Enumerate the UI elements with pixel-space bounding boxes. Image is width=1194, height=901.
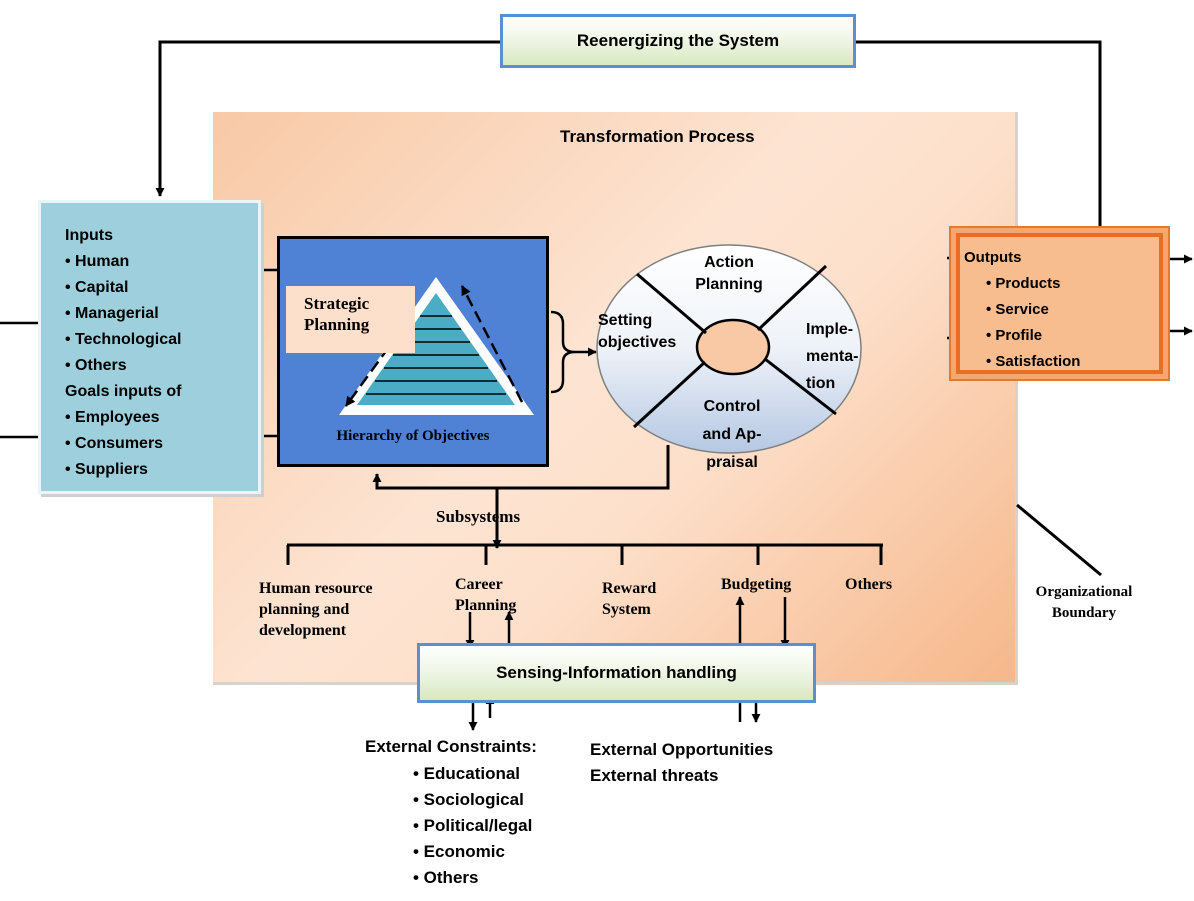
cycle-divider [636, 272, 707, 335]
goals-item: • Employees [65, 409, 160, 426]
subsystem-label-line: System [602, 601, 651, 618]
cycle-divider [632, 360, 707, 429]
sensing-label: Sensing-Information handling [496, 663, 737, 682]
inputs-item: • Technological [65, 331, 182, 348]
pyramid-dashed-arrow-up [460, 285, 524, 403]
inputs-item: • Managerial [65, 305, 159, 322]
strategic-planning-label: Strategic Planning [286, 286, 415, 353]
outputs-inner-box: Outputs • Products • Service • Profile •… [956, 233, 1163, 374]
outputs-item: • Service [986, 301, 1049, 318]
subsystem-budgeting: Budgeting [721, 576, 792, 593]
strategic-label-line: Strategic [304, 294, 370, 313]
pyramid-levels [366, 315, 506, 395]
external-opportunities-label: External Opportunities [590, 740, 774, 759]
outputs-item: • Profile [986, 327, 1043, 344]
sensing-information-box: Sensing-Information handling [417, 643, 816, 703]
subsystem-others: Others [845, 576, 893, 593]
constraint-item: • Political/legal [413, 816, 533, 835]
feedback-line [856, 40, 1102, 228]
cycle-label-line: tion [806, 375, 836, 392]
subsystem-label-line: development [259, 622, 347, 639]
inputs-list: Inputs • Human • Capital • Managerial • … [65, 223, 181, 483]
inputs-title: Inputs [65, 227, 113, 244]
constraint-item: • Economic [413, 842, 505, 861]
subsystem-label-line: Career [455, 576, 503, 593]
organizational-boundary-label: Organizational Boundary [1026, 582, 1142, 624]
subsystem-label-line: Planning [455, 597, 517, 614]
external-constraints-list: • Educational • Sociological • Political… [413, 761, 532, 891]
cycle-label-line: menta- [806, 348, 859, 365]
control-feedback-arrow [372, 445, 670, 490]
external-threats-label: External threats [590, 766, 719, 785]
subsystem-label-line: Human resource [259, 580, 373, 597]
inputs-item: • Human [65, 253, 130, 270]
boundary-label-line: Organizational [1035, 584, 1133, 600]
outputs-item: • Satisfaction [986, 353, 1081, 370]
cycle-label-line: Control [703, 398, 761, 415]
subsystem-label-line: Reward [602, 580, 657, 597]
outputs-title: Outputs [964, 249, 1022, 266]
cycle-label-line: objectives [598, 334, 677, 351]
pyramid-body [357, 293, 515, 405]
inputs-item: • Capital [65, 279, 129, 296]
cycle-setting-objectives: Setting objectives [598, 310, 708, 354]
goals-item: • Suppliers [65, 461, 148, 478]
cycle-control-appraisal: Control and Ap- praisal [684, 393, 780, 477]
cycle-label-line: Imple- [806, 321, 854, 338]
reenergizing-box: Reenergizing the System [500, 14, 856, 68]
goals-inputs-title: Goals inputs of [65, 383, 182, 400]
outputs-list: Outputs • Products • Service • Profile •… [964, 245, 1081, 370]
feedback-return-arrow [155, 40, 500, 197]
hierarchy-caption: Hierarchy of Objectives [336, 428, 490, 444]
goals-item: • Consumers [65, 435, 164, 452]
constraint-item: • Sociological [413, 790, 524, 809]
constraint-item: • Educational [413, 764, 521, 783]
transformation-process-title: Transformation Process [560, 127, 755, 146]
cycle-label-line: and Ap- [702, 426, 762, 443]
cycle-label-line: Action [704, 254, 754, 271]
cycle-implementation: Imple- menta- tion [806, 316, 870, 397]
subsystem-label-line: planning and [259, 601, 350, 618]
cycle-label-line: Setting [598, 312, 653, 329]
constraint-item: • Others [413, 868, 479, 887]
subsystem-career-planning: Career Planning [455, 574, 516, 616]
outputs-item: • Products [986, 275, 1061, 292]
reenergizing-label: Reenergizing the System [576, 31, 780, 50]
boundary-pointer-line [1016, 503, 1102, 577]
subsystem-human-resource: Human resource planning and development [259, 578, 373, 641]
external-constraints-title: External Constraints: [365, 737, 537, 756]
cycle-divider [764, 357, 837, 416]
boundary-label-line: Boundary [1051, 605, 1117, 621]
inputs-item: • Others [65, 357, 127, 374]
strategic-label-line: Planning [304, 315, 370, 334]
cycle-divider [756, 264, 828, 332]
subsystem-reward-system: Reward System [602, 578, 656, 620]
cycle-action-planning: Action Planning [681, 252, 777, 296]
inputs-box: Inputs • Human • Capital • Managerial • … [38, 200, 261, 494]
cycle-label-line: praisal [706, 454, 758, 471]
cycle-label-line: Planning [695, 276, 763, 293]
cycle-core [695, 318, 771, 376]
subsystems-title: Subsystems [436, 507, 521, 526]
